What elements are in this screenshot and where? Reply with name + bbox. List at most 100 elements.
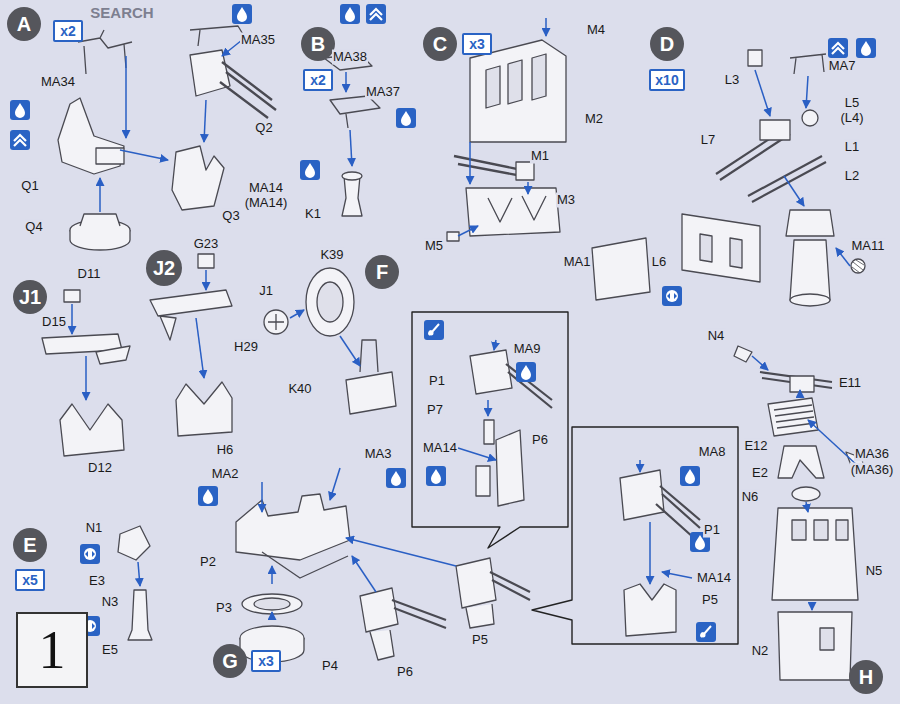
part-label: K40 <box>287 382 312 397</box>
quantity-box: x2 <box>53 20 83 42</box>
part-label: P5 <box>471 633 489 648</box>
part-label: D11 <box>77 267 102 282</box>
part-label: P7 <box>426 403 444 418</box>
part-label: M4 <box>586 23 606 38</box>
node-text: J1 <box>19 286 41 309</box>
quantity-box: x3 <box>251 650 281 672</box>
part-label: MA2 <box>211 467 240 482</box>
node-text: x2 <box>60 23 76 39</box>
part-label: L2 <box>844 169 860 184</box>
part-label: MA34 <box>40 75 76 90</box>
part-label: Q4 <box>24 220 43 235</box>
node-text: x5 <box>22 572 38 588</box>
part-label: M3 <box>556 193 576 208</box>
part-label: (L4) <box>839 111 864 126</box>
part-label: N1 <box>85 521 104 536</box>
node-text: x10 <box>655 72 678 88</box>
node-text: C <box>433 33 447 56</box>
part-label: P3 <box>215 601 233 616</box>
part-label: H29 <box>233 340 259 355</box>
part-label: E3 <box>88 574 106 589</box>
part-label: P6 <box>531 433 549 448</box>
part-label: L3 <box>724 73 740 88</box>
part-label: M1 <box>530 149 550 164</box>
part-label: (MA36) <box>850 463 895 478</box>
part-label: E11 <box>838 376 862 391</box>
node-text: x2 <box>310 72 326 88</box>
part-label: MA14 <box>422 441 458 456</box>
part-label: MA37 <box>365 85 401 100</box>
part-label: D15 <box>41 315 67 330</box>
part-label: K1 <box>304 207 322 222</box>
part-label: MA38 <box>332 50 368 65</box>
part-label: N3 <box>101 595 120 610</box>
part-label: N2 <box>751 644 770 659</box>
step-letter: G <box>213 644 247 678</box>
step-letter: J1 <box>13 280 47 314</box>
node-text: D <box>660 33 674 56</box>
node-text: F <box>376 261 388 284</box>
part-label: P4 <box>321 659 339 674</box>
part-label: E12 <box>743 439 768 454</box>
node-text: x3 <box>469 36 485 52</box>
part-label: MA14 <box>696 571 732 586</box>
part-label: P1 <box>428 374 446 389</box>
step-letter: D <box>650 27 684 61</box>
node-text: 1 <box>39 619 66 681</box>
step-letter: A <box>7 7 41 41</box>
part-label: P5 <box>701 593 719 608</box>
step-letter: B <box>301 27 335 61</box>
part-label: M2 <box>584 112 604 127</box>
node-text: A <box>17 13 31 36</box>
part-label: MA35 <box>240 33 276 48</box>
part-label: E2 <box>751 466 769 481</box>
part-label: P2 <box>199 555 217 570</box>
part-label: L5 <box>844 96 860 111</box>
part-label: Q2 <box>254 121 273 136</box>
part-label: P1 <box>703 523 721 538</box>
part-label: Q3 <box>221 209 240 224</box>
quantity-box: x3 <box>462 33 492 55</box>
part-label: H6 <box>216 443 235 458</box>
node-text: J2 <box>153 257 175 280</box>
part-label: P6 <box>396 665 414 680</box>
node-text: x3 <box>258 653 274 669</box>
part-label: MA8 <box>698 445 727 460</box>
part-label: MA36 <box>854 447 890 462</box>
part-label: MA11 <box>851 239 886 254</box>
part-label: M5 <box>424 239 444 254</box>
step-letter: F <box>365 255 399 289</box>
step-letter: J2 <box>146 250 182 286</box>
part-label: MA3 <box>364 447 393 462</box>
node-text: B <box>311 33 325 56</box>
part-label: N6 <box>741 490 760 505</box>
part-label: MA1 <box>563 255 592 270</box>
step-number: 1 <box>16 612 88 688</box>
part-label: (MA14) <box>244 196 289 211</box>
node-text: E <box>23 534 36 557</box>
part-label: N5 <box>865 564 884 579</box>
quantity-box: x10 <box>649 69 685 91</box>
part-label: Q1 <box>20 179 39 194</box>
part-label: J1 <box>258 284 274 299</box>
watermark: SEARCH <box>89 4 154 21</box>
part-label: MA7 <box>828 59 857 74</box>
step-letter: C <box>423 27 457 61</box>
part-label: L7 <box>700 133 716 148</box>
quantity-box: x5 <box>15 569 45 591</box>
part-label: MA9 <box>513 342 542 357</box>
node-text: G <box>222 650 238 673</box>
part-label: G23 <box>193 237 220 252</box>
part-label: E5 <box>101 643 119 658</box>
part-label: L1 <box>844 140 860 155</box>
part-label: N4 <box>707 329 726 344</box>
quantity-box: x2 <box>303 69 333 91</box>
part-label: D12 <box>87 461 113 476</box>
part-label: L6 <box>651 255 667 270</box>
node-text: H <box>859 666 873 689</box>
part-label: MA14 <box>248 181 284 196</box>
step-letter: H <box>849 660 883 694</box>
step-letter: E <box>13 528 47 562</box>
